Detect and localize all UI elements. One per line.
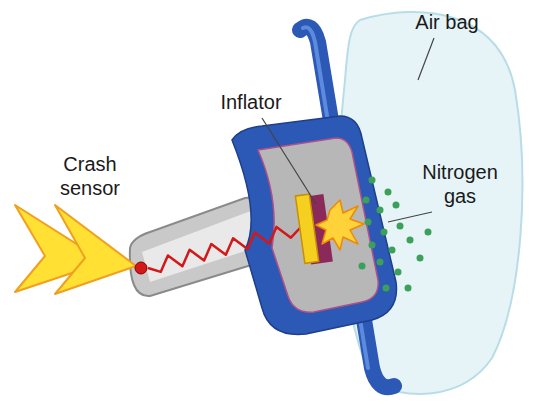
explosion-symbol [316,200,364,250]
nitrogen-gas-dots [359,177,432,292]
leader-line [418,38,434,80]
part-label: Inflator [196,90,306,114]
inflator-charge [295,194,318,263]
steering-hub [232,116,397,334]
hub-housing [258,138,378,312]
sensor-wire [148,227,300,272]
crash-sensor-dot [135,262,147,274]
leader-line [388,212,432,222]
crash-impact-symbol [55,205,136,294]
part-label: Nitrogen gas [408,160,512,208]
leader-line [262,118,316,204]
part-label: Air bag [392,10,502,34]
part-label: Crash sensor [40,152,140,200]
